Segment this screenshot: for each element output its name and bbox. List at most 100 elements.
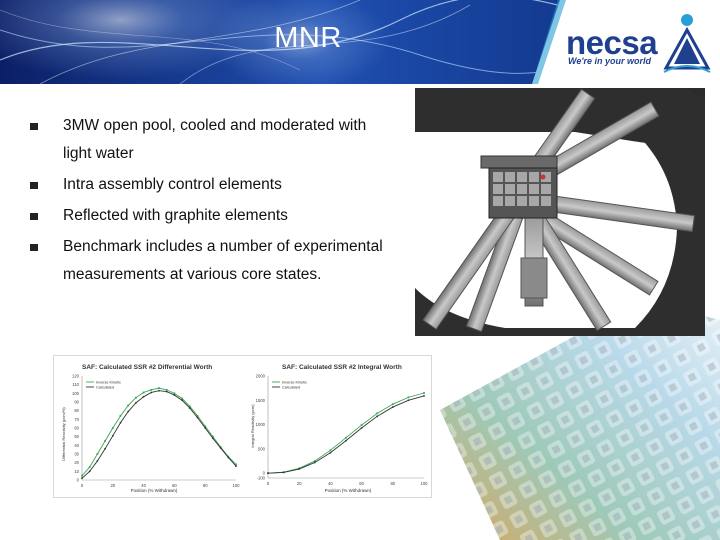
y-tick-label: 0 [263,471,266,476]
data-point [88,466,91,468]
data-point [423,392,425,394]
data-point [212,435,214,438]
y-tick-label: 60 [74,426,79,431]
data-point [135,401,137,404]
integral-worth-chart: SAF: Calculated SSR #2 Integral Worth Po… [250,364,428,493]
data-point [360,424,363,426]
x-tick-label: 20 [110,483,115,488]
data-point [376,412,379,415]
bullet-item: Benchmark includes a number of experimen… [26,233,386,289]
data-point [313,460,316,462]
legend-label: Calculated [282,386,300,390]
square-bullet-icon [30,213,38,220]
data-point [313,461,316,464]
data-point [158,389,160,392]
chart-ylabel: Differential Reactivity (pcm/%) [61,407,66,461]
series-line [267,395,425,474]
y-tick-label: 2000 [256,374,266,379]
square-bullet-icon [30,182,38,189]
data-point [150,388,153,391]
y-tick-label: -100 [257,476,266,481]
data-point [376,415,379,418]
slide-header: MNR necsa We're in your world [0,0,720,84]
y-tick-label: 110 [72,382,79,387]
bullet-item: Intra assembly control elements [26,171,386,199]
data-point [227,456,230,459]
chart-title: SAF: Calculated SSR #2 Differential Wort… [82,364,212,371]
square-bullet-icon [30,244,38,251]
bullet-item: Reflected with graphite elements [26,202,386,230]
square-bullet-icon [30,123,38,130]
y-tick-label: 1000 [256,422,266,427]
data-point [158,387,160,390]
x-tick-label: 40 [328,481,333,486]
chart-title: SAF: Calculated SSR #2 Integral Worth [282,364,402,371]
y-tick-label: 20 [74,460,79,465]
x-tick-label: 40 [141,483,146,488]
data-point [181,397,183,400]
data-point [119,421,122,424]
data-point [165,390,168,393]
data-point [329,451,332,454]
x-tick-label: 80 [203,483,208,488]
data-point [298,468,301,470]
y-tick-label: 120 [72,374,80,379]
data-point [407,399,410,402]
series-line [81,390,237,479]
data-point [127,404,130,407]
data-point [81,477,83,480]
data-point [135,396,137,399]
y-tick-label: 70 [74,417,79,422]
data-point [391,403,394,406]
y-tick-label: 40 [74,443,79,448]
reactor-core-diagram [415,88,705,336]
chart-xlabel: Position (% Withdrawn) [325,488,372,493]
data-point [142,395,145,398]
data-point [88,470,91,473]
data-point [267,472,269,475]
data-point [142,391,145,394]
x-tick-label: 60 [172,483,177,488]
worth-charts-panel: SAF: Calculated SSR #2 Differential Wort… [53,355,432,498]
x-tick-label: 100 [233,483,241,488]
chart-xlabel: Position (% Withdrawn) [131,488,178,493]
data-point [111,434,114,437]
data-point [181,399,183,402]
bullet-text: Benchmark includes a number of experimen… [63,238,383,283]
data-point [345,436,347,439]
x-tick-label: 80 [390,481,395,486]
data-point [104,447,106,450]
data-point [329,449,332,452]
data-point [96,460,99,462]
decorative-texture [440,300,720,540]
series-line [267,392,425,474]
necsa-pyramid-icon [663,14,711,73]
bullet-text: Intra assembly control elements [63,176,282,193]
data-point [81,474,83,477]
bullet-text: 3MW open pool, cooled and moderated with… [63,117,367,162]
data-point [204,425,207,428]
data-point [165,388,168,391]
y-tick-label: 10 [74,469,79,474]
data-point [360,427,363,429]
data-point [282,471,285,474]
y-tick-label: 90 [74,400,79,405]
data-point [407,396,410,399]
data-point [204,427,207,429]
y-tick-label: 100 [72,391,80,396]
data-point [423,395,425,397]
data-point [219,447,222,449]
y-tick-label: 500 [258,446,266,451]
data-point [212,437,214,440]
data-point [391,406,394,408]
series-line [81,387,237,476]
bullet-item: 3MW open pool, cooled and moderated with… [26,112,386,168]
data-point [196,416,199,419]
differential-worth-chart: SAF: Calculated SSR #2 Differential Wort… [61,364,241,493]
data-point [173,392,176,395]
data-point [150,391,153,394]
data-point [173,394,176,396]
x-tick-label: 0 [267,481,270,486]
data-point [104,440,106,442]
x-tick-label: 20 [297,481,302,486]
